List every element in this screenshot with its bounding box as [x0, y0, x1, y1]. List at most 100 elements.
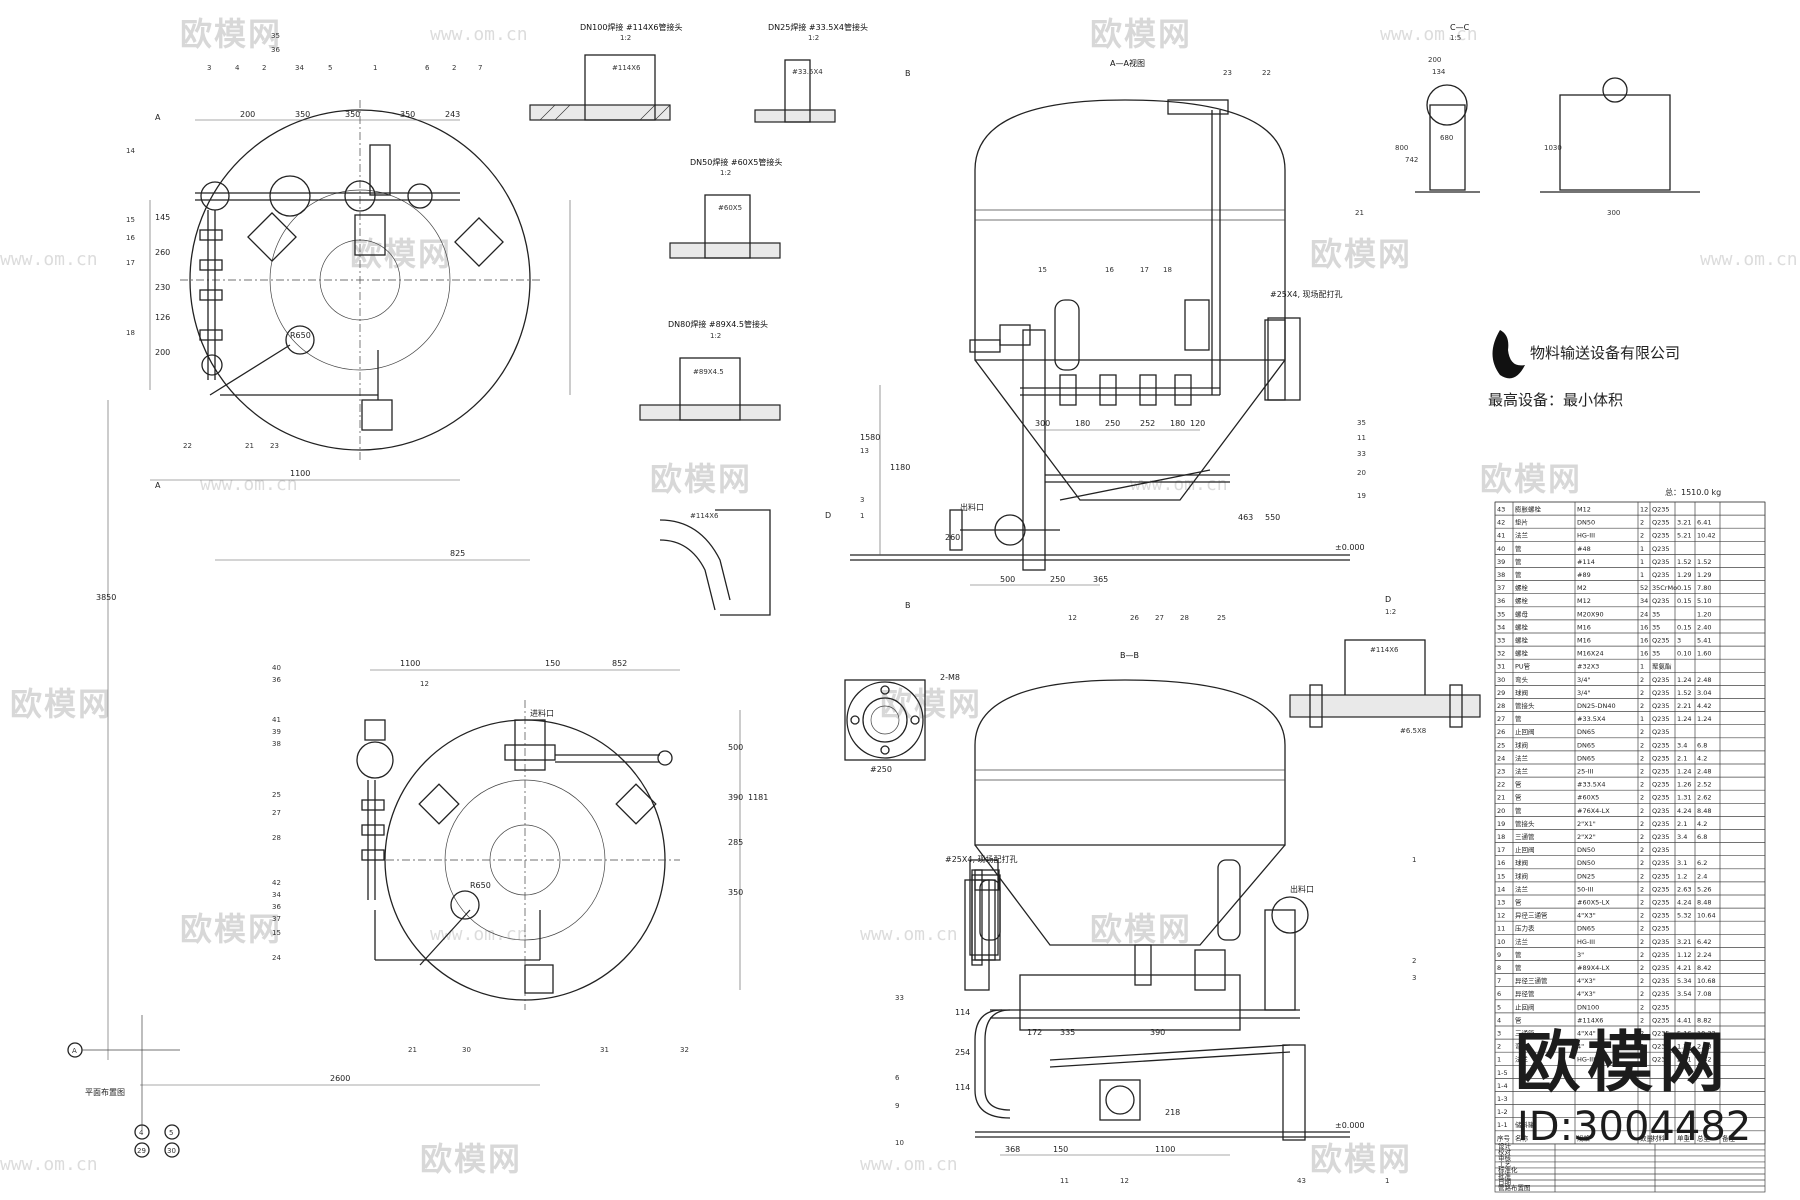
callout-number: 11 [1060, 1177, 1069, 1185]
bom-cell: 法兰 [1515, 937, 1529, 946]
callout-number: 36 [272, 903, 281, 911]
flange-section [754, 109, 836, 123]
callout-number: 13 [860, 447, 869, 455]
bom-cell: 12 [1640, 506, 1648, 514]
bom-cell: 28 [1497, 702, 1505, 710]
bom-cell: 1.52 [1697, 558, 1711, 566]
dim-text: 300 [1607, 209, 1620, 217]
axis-label: 4 [139, 1129, 144, 1137]
dim-text: 463 [1238, 513, 1253, 522]
sight-gauge [974, 879, 996, 961]
bom-cell: Q235 [1652, 1016, 1670, 1024]
pressure-regulator [1194, 949, 1226, 991]
axis-bubble [164, 1142, 180, 1158]
plan-view-top: 200 350 350 350 243 1100 145 260 230 126… [126, 32, 571, 490]
bom-cell: 3 [1677, 637, 1681, 645]
callout-number: 38 [272, 740, 281, 748]
callout-number: 21 [408, 1046, 417, 1054]
section-marker-b: B [905, 69, 911, 78]
bom-cell: 5.34 [1677, 977, 1691, 985]
dim-text: 2600 [330, 1074, 350, 1083]
bom-cell: DN65 [1577, 741, 1595, 749]
view-title: A—A视图 [1110, 58, 1145, 68]
bom-cell: 8.48 [1697, 807, 1711, 815]
bolt [1449, 684, 1463, 728]
callout-number: 31 [600, 1046, 609, 1054]
watermark-layer: 欧模网 欧模网 欧模网 欧模网 欧模网 欧模网 欧模网 欧模网 欧模网 欧模网 … [0, 15, 1798, 1178]
callout-number: 18 [1163, 266, 1172, 274]
bom-cell: 螺母 [1515, 609, 1529, 618]
bom-cell: 止回阀 [1515, 845, 1535, 854]
bom-cell: #114 [1577, 558, 1595, 566]
bom-cell: 2 [1640, 820, 1644, 828]
callout-number: 2 [262, 64, 266, 72]
bom-cell: 管接头 [1515, 701, 1535, 710]
bom-cell: Q235 [1652, 754, 1670, 762]
detail-scale: 1:2 [808, 34, 819, 42]
dim-text: #250 [870, 765, 892, 774]
callout-number: 35 [1357, 419, 1366, 427]
watermark-url-text: www.om.cn [1380, 24, 1478, 45]
bom-cell: Q235 [1652, 637, 1670, 645]
bom-cell: Q235 [1652, 702, 1670, 710]
bom-cell: 35 [1652, 650, 1660, 658]
bom-cell: 球阀 [1515, 740, 1528, 749]
bolt-hole [880, 685, 890, 695]
dim-text: 825 [450, 549, 465, 558]
detail-title: DN100焊接 #114X6管接头 [580, 22, 683, 32]
bom-cell: 2.48 [1697, 1043, 1711, 1051]
callout-group: 3 4 2 34 5 1 6 2 7 14 15 16 17 18 22 21 … [126, 32, 482, 450]
bom-cell: #33.5X4 [1577, 715, 1606, 723]
bom-cell: 6.2 [1697, 859, 1707, 867]
bom-cell: 50-III [1577, 885, 1593, 893]
callout-number: 22 [183, 442, 192, 450]
bom-cell: 2.52 [1697, 781, 1711, 789]
bom-cell: 38 [1497, 571, 1505, 579]
bom-cell: 1 [1640, 558, 1644, 566]
valve-body [407, 183, 433, 209]
radius-label: R650 [290, 331, 311, 340]
watermark-brand-text: 欧模网 [650, 460, 752, 498]
bom-cell: Q235 [1652, 833, 1670, 841]
bom-cell: Q235 [1652, 951, 1670, 959]
vessel-inner-circle [269, 189, 451, 371]
valve-body [269, 175, 311, 217]
bom-cell: 1.12 [1677, 951, 1691, 959]
bom-cell: 1.26 [1677, 781, 1691, 789]
dim-text: 300 [1035, 419, 1050, 428]
flange-section [669, 242, 781, 259]
bom-cell: 球阀 [1515, 871, 1528, 880]
dim-text: 260 [155, 248, 170, 257]
callout-number: 32 [680, 1046, 689, 1054]
bend-pipe [974, 1009, 1011, 1119]
gauge-body [974, 879, 996, 961]
bom-cell: #60X5 [1577, 794, 1599, 802]
dim-text: 200 [240, 110, 255, 119]
dim-text: 120 [1190, 419, 1205, 428]
detail-dn50: DN50焊接 #60X5管接头 1:2 #60X5 [669, 157, 782, 259]
dim-text: 254 [955, 1048, 970, 1057]
bolt-hole [910, 715, 920, 725]
bom-cell: 2.21 [1677, 1056, 1691, 1064]
bom-cell: 41 [1497, 532, 1505, 540]
view-title: D [1385, 595, 1391, 604]
bom-cell: 法兰 [1515, 767, 1529, 776]
callout-number: 26 [1130, 614, 1139, 622]
bom-cell: 法兰 [1515, 1055, 1529, 1064]
bom-footer-cell: 审核 [1498, 1153, 1512, 1162]
bom-cell: 管接头 [1515, 819, 1535, 828]
bom-cell: 法兰 [1515, 753, 1529, 762]
bom-cell: Q235 [1652, 990, 1670, 998]
watermark-url-text: www.om.cn [860, 1154, 958, 1175]
bom-cell: 2 [1640, 912, 1644, 920]
bom-cell: 0.10 [1677, 650, 1691, 658]
dim-text: 150 [1053, 1145, 1068, 1154]
bom-footer-cell: 设计 [1498, 1141, 1512, 1150]
callout-number: 25 [1217, 614, 1226, 622]
bypass-pipe [1059, 469, 1211, 501]
valve-stem [1134, 944, 1152, 986]
callout-number: 17 [1140, 266, 1149, 274]
callout-number: 30 [462, 1046, 471, 1054]
bom-cell: 4" [1577, 1043, 1584, 1051]
bom-footer-cell: 日期 [1498, 1178, 1512, 1186]
